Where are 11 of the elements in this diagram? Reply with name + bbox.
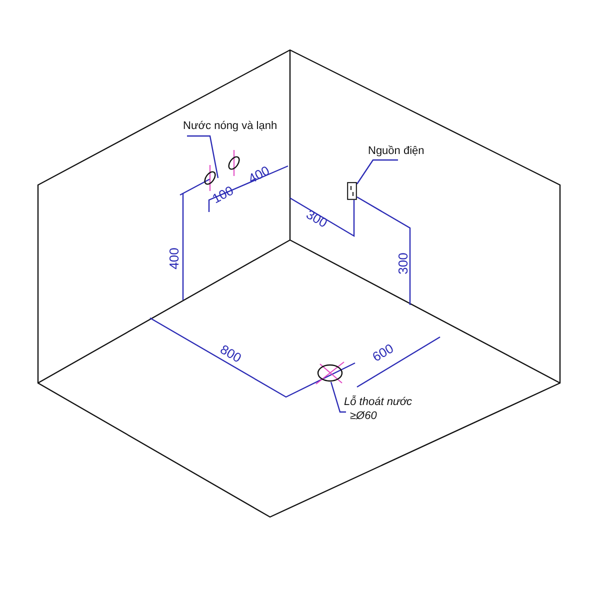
callout-label: Nước nóng và lạnh (183, 120, 278, 134)
leader-line (356, 159, 398, 184)
dimension-label: 800 (218, 342, 244, 365)
leader-line (330, 382, 346, 413)
leader-line (187, 135, 219, 178)
dimension-label: 400 (167, 248, 180, 270)
dimension-label: 300 (396, 252, 410, 274)
callout-label: Lỗ thoát nước (344, 396, 414, 410)
callout-label: Nguồn điện (368, 145, 426, 159)
dimension-label: 600 (370, 341, 396, 364)
diameter-label: ≥Ø60 (349, 410, 378, 424)
